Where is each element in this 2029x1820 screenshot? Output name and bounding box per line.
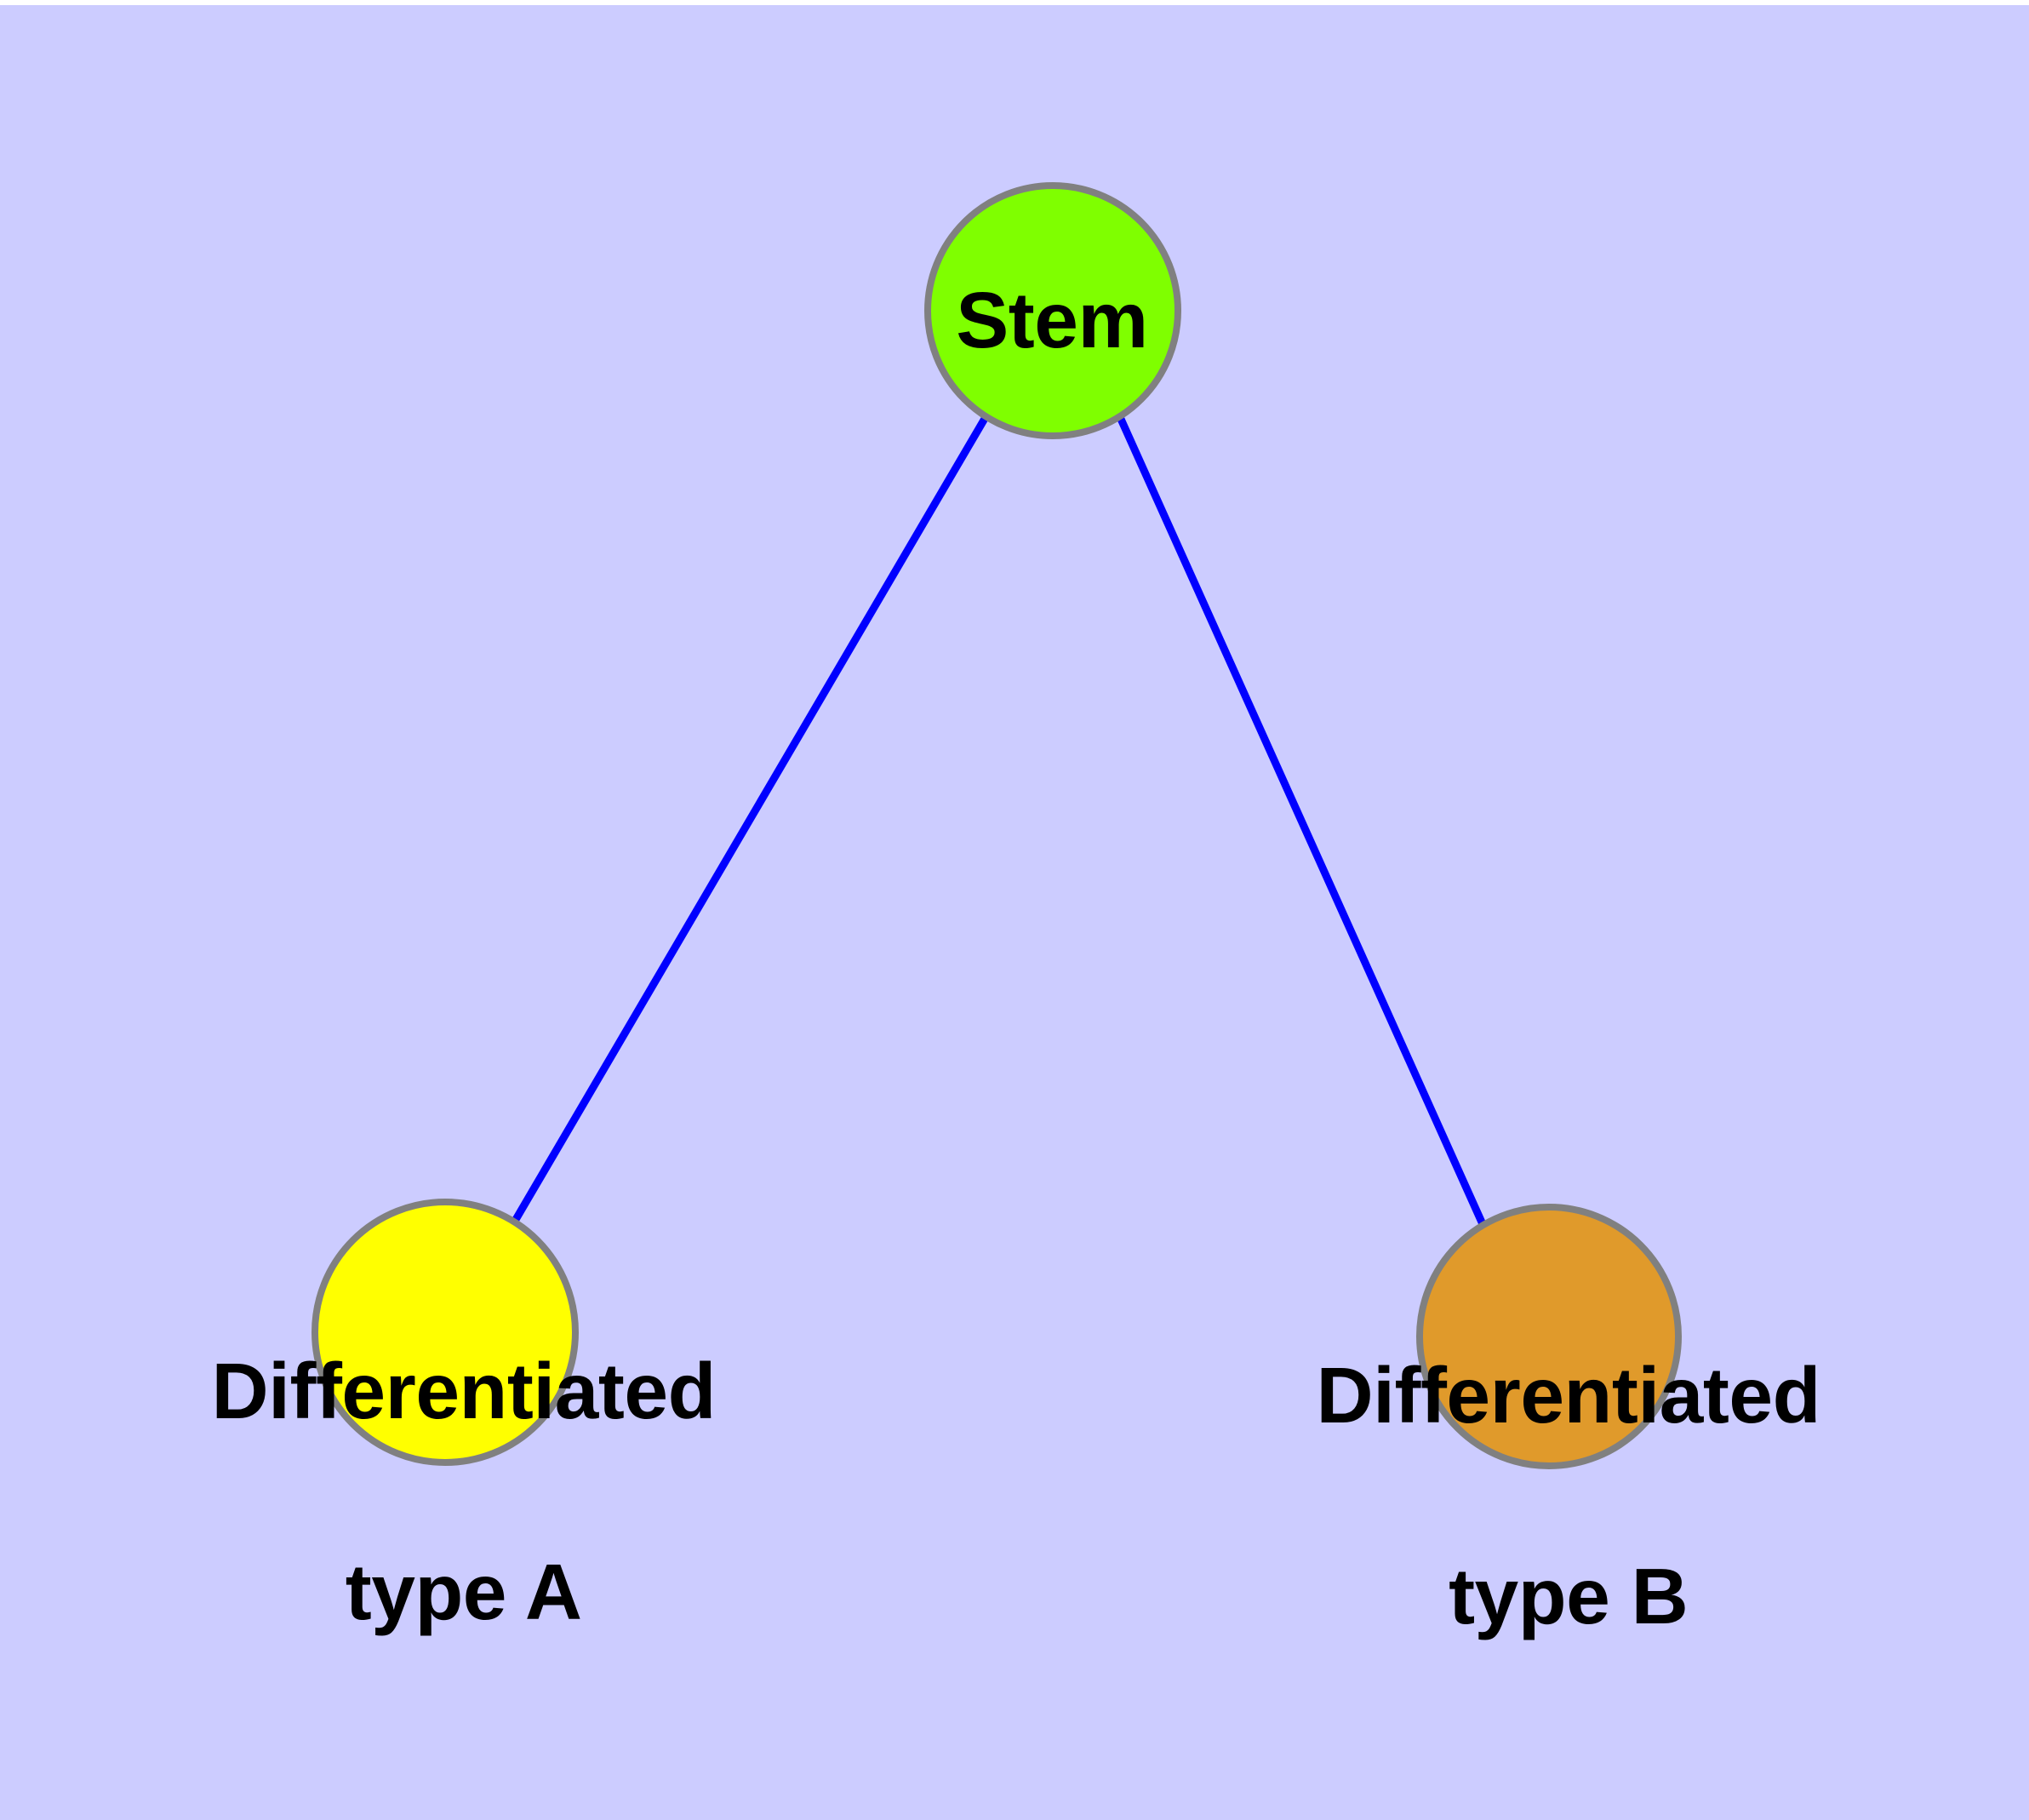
- edge-stem-to-differentiated-type-b[interactable]: [1116, 415, 1487, 1226]
- edge-layer: [511, 415, 1487, 1226]
- node-stem[interactable]: [924, 182, 1181, 439]
- node-differentiated-type-b[interactable]: [1416, 1204, 1682, 1469]
- node-differentiated-type-a[interactable]: [311, 1199, 579, 1466]
- node-layer: [311, 182, 1682, 1469]
- edge-stem-to-differentiated-type-a[interactable]: [511, 415, 989, 1225]
